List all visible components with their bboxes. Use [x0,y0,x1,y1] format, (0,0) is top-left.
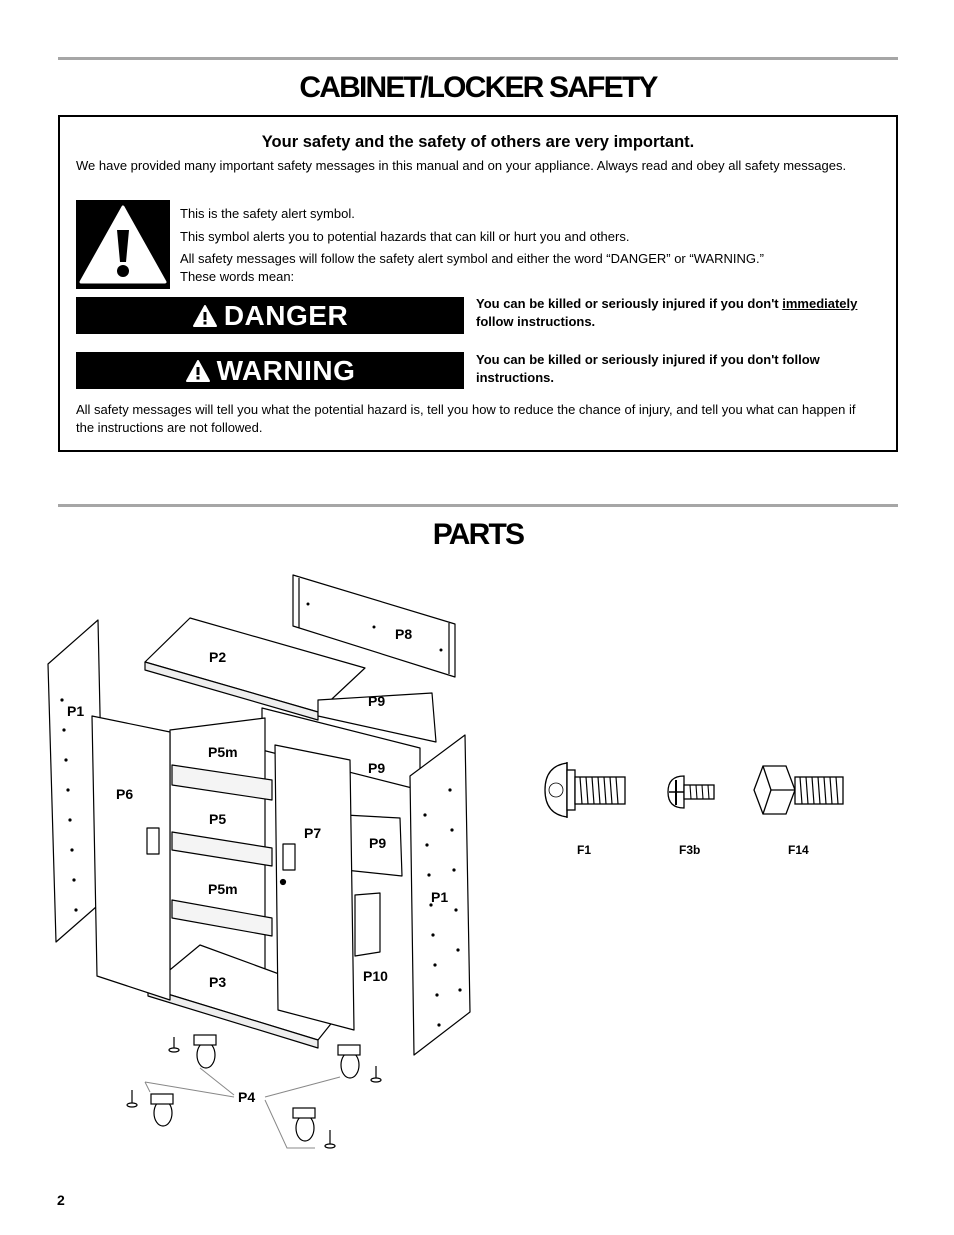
danger-text-part: You can be killed or seriously injured i… [476,296,783,311]
label-p4: P4 [238,1089,255,1105]
fastener-f14 [753,765,844,815]
part-p5m-bottom [171,899,273,937]
alert-line-2: This symbol alerts you to potential haza… [180,229,630,244]
label-p9-c: P9 [369,835,386,851]
page-number: 2 [57,1192,65,1208]
label-p6: P6 [116,786,133,802]
part-p5m-top [171,764,273,801]
danger-word: DANGER [223,299,349,331]
label-p5m-bottom: P5m [208,881,238,897]
label-p5: P5 [209,811,226,827]
label-p9-a: P9 [368,693,385,709]
alert-line-3: All safety messages will follow the safe… [180,251,764,266]
safety-heading: Your safety and the safety of others are… [261,133,695,151]
alert-line-1: This is the safety alert symbol. [180,206,355,221]
alert-line-4: These words mean: [180,269,295,284]
danger-text-part: follow instructions. [476,314,596,329]
label-f1: F1 [577,843,591,857]
alert-triangle-icon [192,304,217,327]
part-p7 [274,744,355,1031]
label-p8: P8 [395,626,412,642]
danger-label: DANGER [76,297,464,334]
danger-text-emphasis: immediately [782,296,858,311]
warning-word: WARNING [216,354,356,386]
fastener-f1 [544,762,626,818]
top-rule [58,57,898,60]
safety-box: Your safety and the safety of others are… [58,115,898,452]
parts-title: PARTS [432,518,525,551]
label-p1-right: P1 [431,889,448,905]
label-p10: P10 [363,968,388,984]
safety-intro: We have provided many important safety m… [76,158,847,173]
safety-alert-icon [76,200,170,289]
label-p2: P2 [209,649,226,665]
label-p9-b: P9 [368,760,385,776]
fastener-f3b [667,775,715,809]
part-p4-casters [126,1034,382,1149]
label-p3: P3 [209,974,226,990]
label-f14: F14 [788,843,809,857]
safety-footer-note: All safety messages will tell you what t… [76,402,856,435]
part-p6 [91,715,171,1001]
parts-diagram: P1 P2 P8 P9 P9 P9 P5m P6 P5 P7 P5m P1 P1… [47,574,844,1149]
danger-text: You can be killed or seriously injured i… [476,295,888,331]
part-p10 [354,892,381,957]
label-p1-left: P1 [67,703,84,719]
label-f3b: F3b [679,843,700,857]
label-p5m-top: P5m [208,744,238,760]
label-p7: P7 [304,825,321,841]
part-p5 [171,831,273,867]
safety-title: CABINET/LOCKER SAFETY [299,71,658,104]
warning-label: WARNING [76,352,464,389]
alert-triangle-icon [185,359,210,382]
parts-rule [58,504,898,507]
part-p9-a [317,692,437,743]
warning-text: You can be killed or seriously injured i… [476,352,820,385]
